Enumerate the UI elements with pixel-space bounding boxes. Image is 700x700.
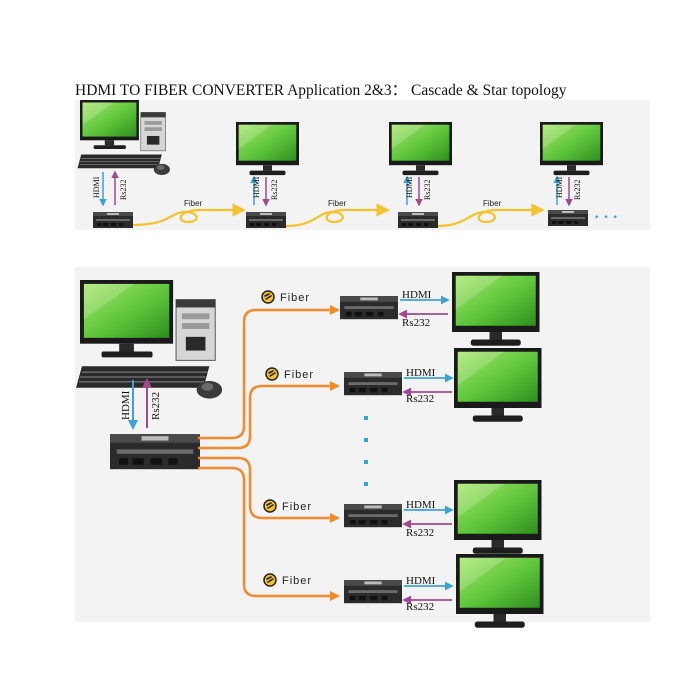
star-fiber-label-1: Fiber: [280, 292, 310, 304]
star-rx3-hdmi-label: HDMI: [406, 499, 436, 511]
cascade-receiver-3: HDMI Rs232: [540, 122, 603, 226]
cascade-source-arrows: HDMI Rs232: [92, 170, 128, 207]
cascade-transmitter: [93, 212, 133, 228]
star-src-rs232-label: Rs232: [150, 392, 162, 420]
star-receiver-3: HDMI Rs232: [344, 480, 542, 554]
cascade-rx3-rs232-label: Rs232: [573, 180, 582, 200]
star-more-receivers-dots: [364, 416, 368, 486]
star-source-arrows: HDMI Rs232: [120, 378, 162, 430]
star-fiber-branch-1: Fiber: [198, 290, 340, 440]
star-rx4-rs232-label: Rs232: [406, 601, 434, 613]
star-receiver-1: HDMI Rs232: [340, 272, 540, 346]
cascade-receiver-2: HDMI Rs232: [389, 122, 452, 228]
star-rx3-rs232-label: Rs232: [406, 527, 434, 539]
star-rx1-hdmi-label: HDMI: [402, 289, 432, 301]
star-fiber-label-2: Fiber: [284, 369, 314, 381]
cascade-rx3-hdmi-label: HDMI: [555, 176, 564, 198]
cascade-fiber-label-2: Fiber: [328, 199, 347, 208]
star-fiber-label-3: Fiber: [282, 501, 312, 513]
cascade-fiber-label-3: Fiber: [483, 199, 502, 208]
star-src-hdmi-label: HDMI: [120, 390, 132, 420]
cascade-fiber-link-2: Fiber: [285, 199, 390, 228]
star-rx4-hdmi-label: HDMI: [406, 575, 436, 587]
star-fiber-branch-3: Fiber: [198, 456, 340, 523]
star-fiber-label-4: Fiber: [282, 575, 312, 587]
star-receiver-2: HDMI Rs232: [344, 348, 542, 422]
cascade-continuation-dots: · · ·: [594, 209, 618, 226]
cascade-fiber-link-1: Fiber: [132, 199, 246, 227]
diagram-title: HDMI TO FIBER CONVERTER Application 2&3：…: [75, 82, 567, 99]
cascade-rx2-rs232-label: Rs232: [423, 180, 432, 200]
star-rx2-hdmi-label: HDMI: [406, 367, 436, 379]
cascade-receiver-1: HDMI Rs232: [236, 122, 299, 228]
star-fiber-branch-4: Fiber: [198, 466, 340, 601]
cascade-fiber-label-1: Fiber: [184, 199, 203, 208]
star-rx1-rs232-label: Rs232: [402, 317, 430, 329]
star-transmitter: [110, 434, 200, 470]
cascade-fiber-link-3: Fiber: [437, 199, 545, 228]
star-fiber-branch-2: Fiber: [198, 367, 340, 450]
cascade-src-rs232-label: Rs232: [119, 180, 128, 200]
cascade-rx2-hdmi-label: HDMI: [405, 176, 414, 198]
cascade-src-hdmi-label: HDMI: [92, 176, 101, 198]
star-rx2-rs232-label: Rs232: [406, 393, 434, 405]
cascade-rx1-hdmi-label: HDMI: [252, 176, 261, 198]
cascade-rx1-rs232-label: Rs232: [270, 180, 279, 200]
star-receiver-4: HDMI Rs232: [344, 554, 544, 628]
